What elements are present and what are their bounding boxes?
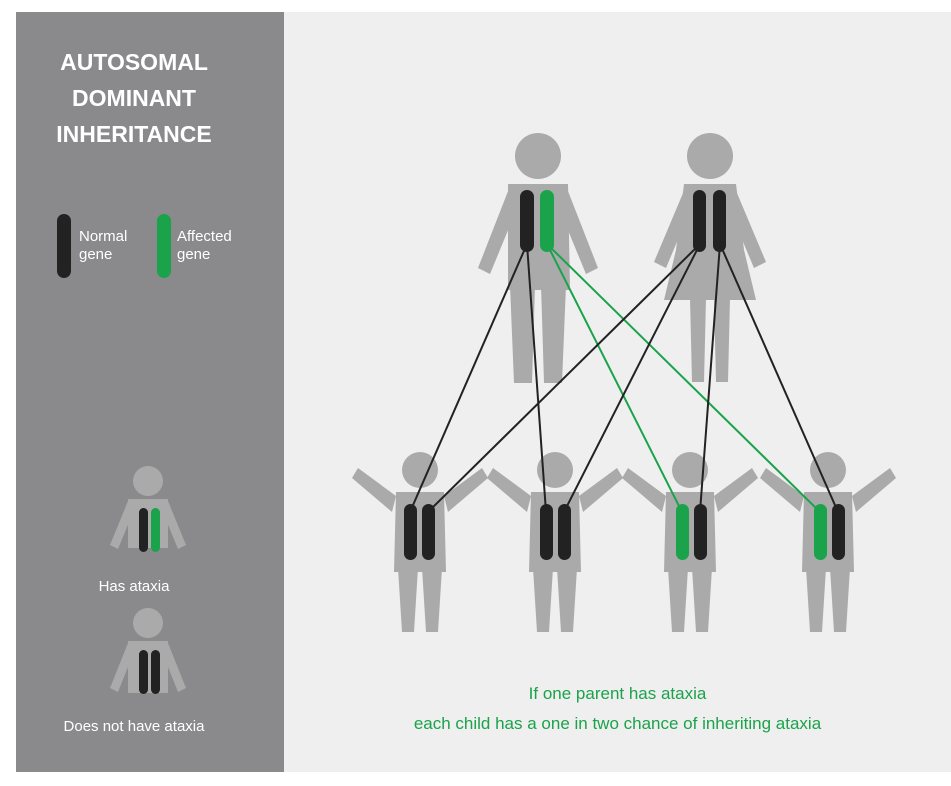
- key-affected-label: Has ataxia: [98, 578, 170, 595]
- mother-to-child-2-line: [563, 243, 701, 513]
- legend-normal-line2: gene: [79, 246, 113, 263]
- key-unaffected-label: Does not have ataxia: [63, 718, 205, 735]
- legend-affected-gene-icon: [157, 214, 171, 278]
- father-figure: [478, 133, 598, 383]
- title-line-1: AUTOSOMAL: [60, 49, 208, 75]
- title-line-3: INHERITANCE: [56, 121, 212, 147]
- child-figure-1: [352, 452, 488, 632]
- father-to-child-4-line: [546, 243, 821, 513]
- mother-figure: [654, 133, 766, 382]
- father-to-child-2-line: [526, 243, 547, 513]
- title-line-2: DOMINANT: [72, 85, 196, 111]
- father-to-child-1-line: [409, 243, 528, 513]
- legend-affected-line2: gene: [177, 246, 211, 263]
- child-figure-2: [487, 452, 623, 632]
- key-affected-figure-icon: [110, 466, 186, 552]
- mother-to-child-3-line: [699, 243, 721, 513]
- father-affected-gene: [540, 190, 554, 252]
- inheritance-lines: [409, 243, 839, 513]
- father-normal-gene: [520, 190, 534, 252]
- legend-normal-line1: Normal: [79, 228, 128, 245]
- mother-normal-gene-2: [713, 190, 726, 252]
- caption-line-1: If one parent has ataxia: [528, 684, 707, 703]
- mother-to-child-1-line: [427, 243, 701, 513]
- diagram-panel: [284, 12, 951, 772]
- father-to-child-3-line: [546, 243, 683, 513]
- key-unaffected-figure-icon: [110, 608, 186, 694]
- legend-affected-line1: Affected: [177, 228, 232, 245]
- mother-normal-gene-1: [693, 190, 706, 252]
- child-figure-3: [622, 452, 758, 632]
- legend-normal-label: Normal gene: [79, 228, 127, 264]
- caption-line-2: each child has a one in two chance of in…: [413, 714, 822, 733]
- legend-affected-label: Affected gene: [177, 228, 232, 264]
- legend-normal-gene-icon: [57, 214, 71, 278]
- child-figure-4: [760, 452, 896, 632]
- mother-to-child-4-line: [719, 243, 839, 513]
